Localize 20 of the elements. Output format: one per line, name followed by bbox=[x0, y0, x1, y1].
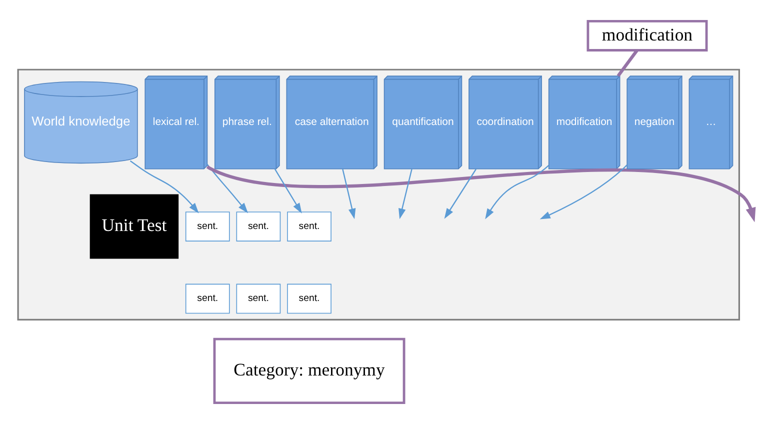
node-box: sent. bbox=[185, 212, 230, 242]
cluster bbox=[17, 68, 740, 320]
arrow bbox=[398, 168, 412, 220]
node-box: modification bbox=[586, 20, 708, 52]
node-box: sent. bbox=[185, 284, 230, 314]
node-box: Category: meronymy bbox=[213, 338, 406, 404]
arrow bbox=[444, 168, 477, 219]
connector bbox=[616, 50, 638, 77]
arrow bbox=[130, 160, 199, 214]
node-box: sent. bbox=[287, 212, 332, 242]
arrow bbox=[485, 165, 550, 220]
node-box: Unit Test bbox=[90, 194, 179, 259]
arrow bbox=[342, 168, 356, 220]
node-box: sent. bbox=[236, 212, 281, 242]
node-box: sent. bbox=[236, 284, 281, 314]
arrow bbox=[206, 165, 756, 222]
arrow bbox=[206, 164, 248, 214]
arrow bbox=[274, 168, 302, 214]
arrow bbox=[540, 164, 628, 220]
node-box: sent. bbox=[287, 284, 332, 314]
